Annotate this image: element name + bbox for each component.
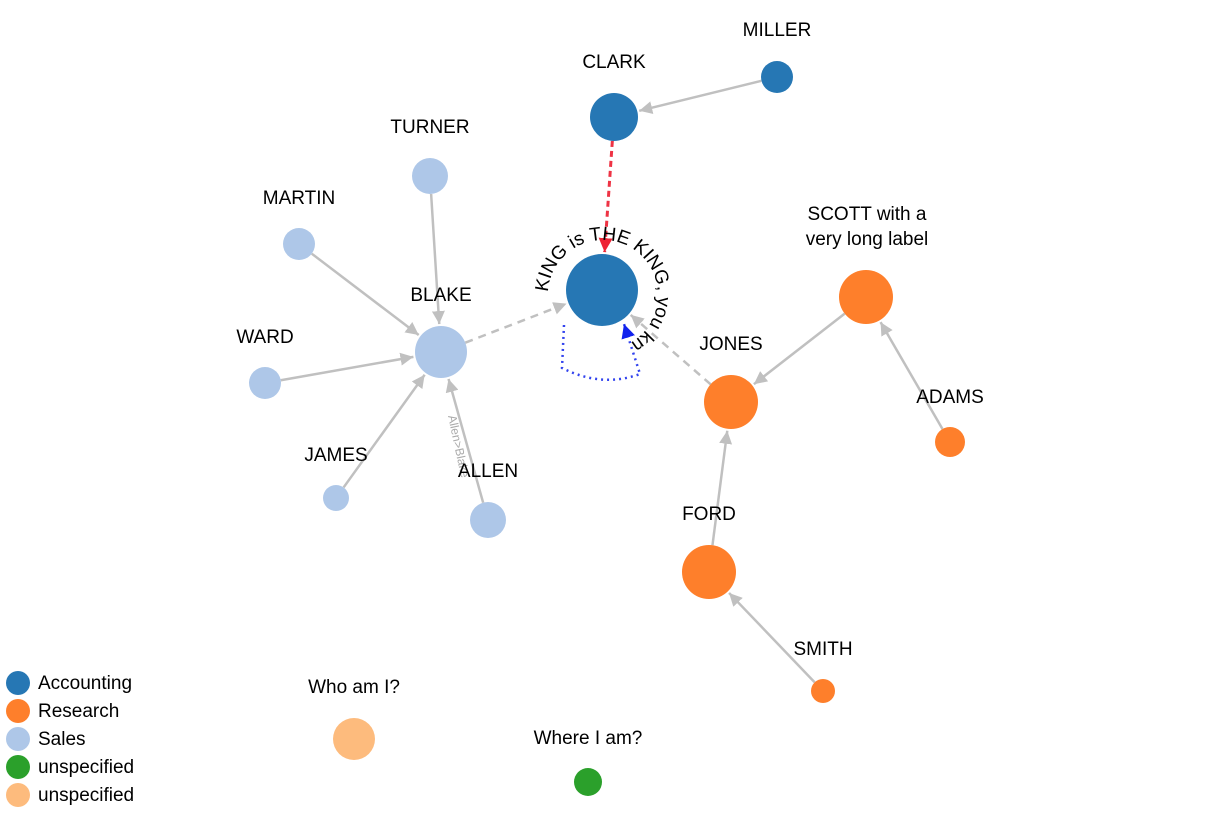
legend-swatch-unspecified-green <box>6 755 30 779</box>
node-label-ward: WARD <box>236 327 293 348</box>
node-label-clark: CLARK <box>582 52 646 73</box>
edge-adams-scott <box>879 321 944 430</box>
legend-label-unspecified-green: unspecified <box>38 757 134 778</box>
edge-james-blake <box>342 374 426 489</box>
node-where[interactable]: Where I am? <box>534 728 643 796</box>
edge-scott-jones <box>753 312 846 386</box>
node-label-allen: ALLEN <box>458 461 518 482</box>
edge-turner-blake <box>429 193 445 325</box>
node-label-adams: ADAMS <box>916 387 984 408</box>
node-label-where: Where I am? <box>534 728 643 749</box>
legend-label-research: Research <box>38 701 119 722</box>
node-circle-james[interactable] <box>323 485 349 511</box>
edge-martin-blake <box>310 252 420 337</box>
node-circle-ford[interactable] <box>682 545 736 599</box>
node-king[interactable] <box>566 254 638 326</box>
node-smith[interactable]: SMITH <box>793 639 853 703</box>
node-circle-ward[interactable] <box>249 367 281 399</box>
node-circle-scott[interactable] <box>839 270 893 324</box>
node-circle-martin[interactable] <box>283 228 315 260</box>
legend-label-accounting: Accounting <box>38 673 132 694</box>
node-label-james: JAMES <box>304 445 367 466</box>
node-label-jones: JONES <box>699 334 762 355</box>
legend-swatch-research <box>6 699 30 723</box>
legend-item-unspecified-green: unspecified <box>6 755 134 779</box>
edge-blake-king <box>464 302 567 344</box>
node-jones[interactable]: JONES <box>699 334 763 429</box>
node-label-ford: FORD <box>682 504 736 525</box>
edges-layer <box>280 79 944 684</box>
node-circle-clark[interactable] <box>590 93 638 141</box>
node-who[interactable]: Who am I? <box>308 677 400 760</box>
legend-swatch-sales <box>6 727 30 751</box>
node-clark[interactable]: CLARK <box>582 52 646 141</box>
node-scott[interactable]: SCOTT with a very long label <box>806 204 929 324</box>
node-circle-smith[interactable] <box>811 679 835 703</box>
node-circle-adams[interactable] <box>935 427 965 457</box>
edge-ford-jones <box>711 430 733 546</box>
legend-label-sales: Sales <box>38 729 86 750</box>
edge-ward-blake <box>280 352 414 382</box>
node-circle-allen[interactable] <box>470 502 506 538</box>
node-adams[interactable]: ADAMS <box>916 387 984 457</box>
node-label-martin: MARTIN <box>263 188 335 209</box>
node-label-blake: BLAKE <box>410 285 471 306</box>
edge-allen-blake <box>445 378 485 504</box>
edge-clark-king <box>598 140 614 253</box>
legend-item-research: Research <box>6 699 119 723</box>
node-miller[interactable]: MILLER <box>743 20 812 93</box>
edge-smith-ford <box>728 592 816 684</box>
legend-label-unspecified-orange: unspecified <box>38 785 134 806</box>
node-circle-turner[interactable] <box>412 158 448 194</box>
node-label-who: Who am I? <box>308 677 400 698</box>
legend: Accounting Research Sales unspecified un… <box>6 671 134 807</box>
node-circle-who[interactable] <box>333 718 375 760</box>
legend-item-accounting: Accounting <box>6 671 132 695</box>
node-circle-king[interactable] <box>566 254 638 326</box>
node-circle-where[interactable] <box>574 768 602 796</box>
edge-miller-clark <box>638 79 762 115</box>
nodes-layer: MILLER CLARK TURNER MARTIN BLAKE WARD JAMES ALL… <box>236 20 984 796</box>
node-blake[interactable]: BLAKE <box>410 285 472 378</box>
node-ward[interactable]: WARD <box>236 327 294 399</box>
legend-swatch-unspecified-orange <box>6 783 30 807</box>
node-circle-miller[interactable] <box>761 61 793 93</box>
legend-item-unspecified-orange: unspecified <box>6 783 134 807</box>
legend-item-sales: Sales <box>6 727 86 751</box>
node-label-scott-line-1: SCOTT with a <box>808 204 927 225</box>
node-label-miller: MILLER <box>743 20 812 41</box>
legend-swatch-accounting <box>6 671 30 695</box>
node-label-scott-line-2: very long label <box>806 229 929 250</box>
node-label-smith: SMITH <box>793 639 852 660</box>
node-ford[interactable]: FORD <box>682 504 736 599</box>
node-james[interactable]: JAMES <box>304 445 368 511</box>
node-martin[interactable]: MARTIN <box>263 188 335 260</box>
edge-jones-king <box>629 313 712 386</box>
node-allen[interactable]: ALLEN <box>458 461 518 538</box>
node-circle-blake[interactable] <box>415 326 467 378</box>
edge-king-self-loop <box>560 323 642 382</box>
node-circle-jones[interactable] <box>704 375 758 429</box>
node-turner[interactable]: TURNER <box>390 117 470 194</box>
node-label-turner: TURNER <box>390 117 469 138</box>
